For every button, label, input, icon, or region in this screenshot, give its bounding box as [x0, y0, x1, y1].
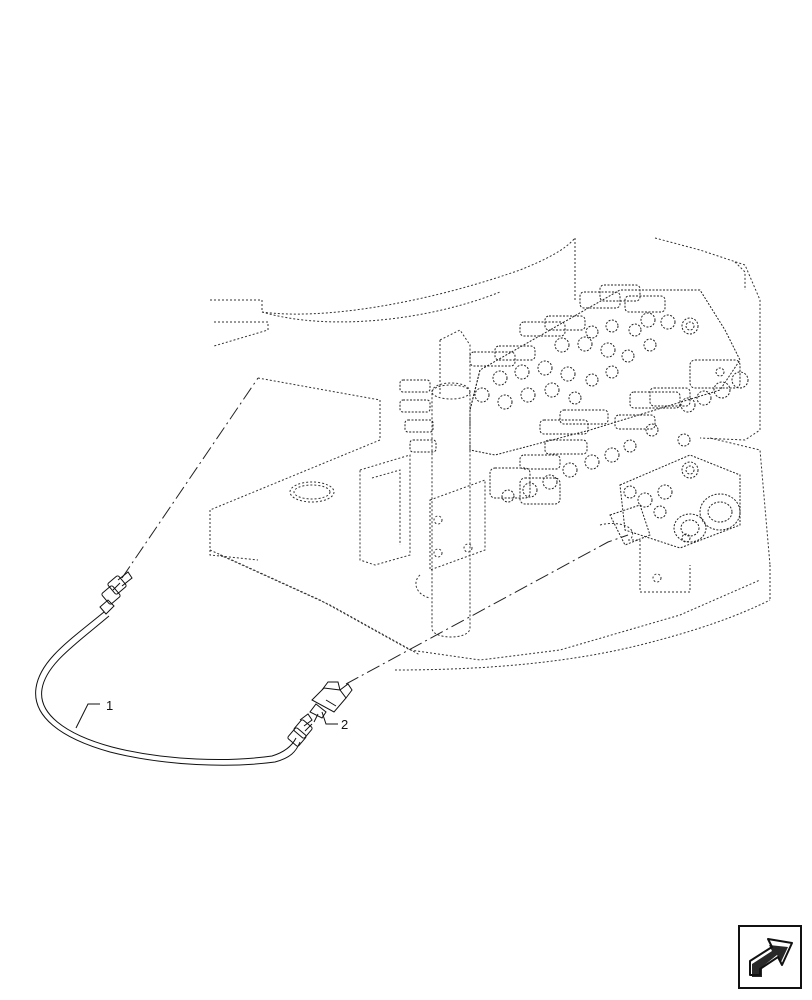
machine-frame — [209, 237, 771, 671]
connection-line-hose-top — [121, 377, 259, 579]
hose-fitting-top — [99, 571, 133, 615]
connection-line-valve-to-fitting — [345, 534, 629, 685]
hose-assembly — [35, 571, 313, 766]
solenoid-valve-block — [609, 454, 741, 549]
connection-lines — [121, 377, 629, 685]
callout-label-1: 1 — [106, 698, 114, 713]
leader-1 — [75, 703, 100, 729]
leader-2 — [321, 711, 338, 725]
callout-leaders — [75, 703, 338, 729]
control-valve-bank — [399, 284, 749, 505]
callout-label-2: 2 — [341, 717, 349, 732]
hose-fitting-bottom — [287, 713, 313, 747]
next-page-arrow-icon[interactable] — [738, 925, 802, 989]
elbow-fitting — [309, 681, 353, 723]
